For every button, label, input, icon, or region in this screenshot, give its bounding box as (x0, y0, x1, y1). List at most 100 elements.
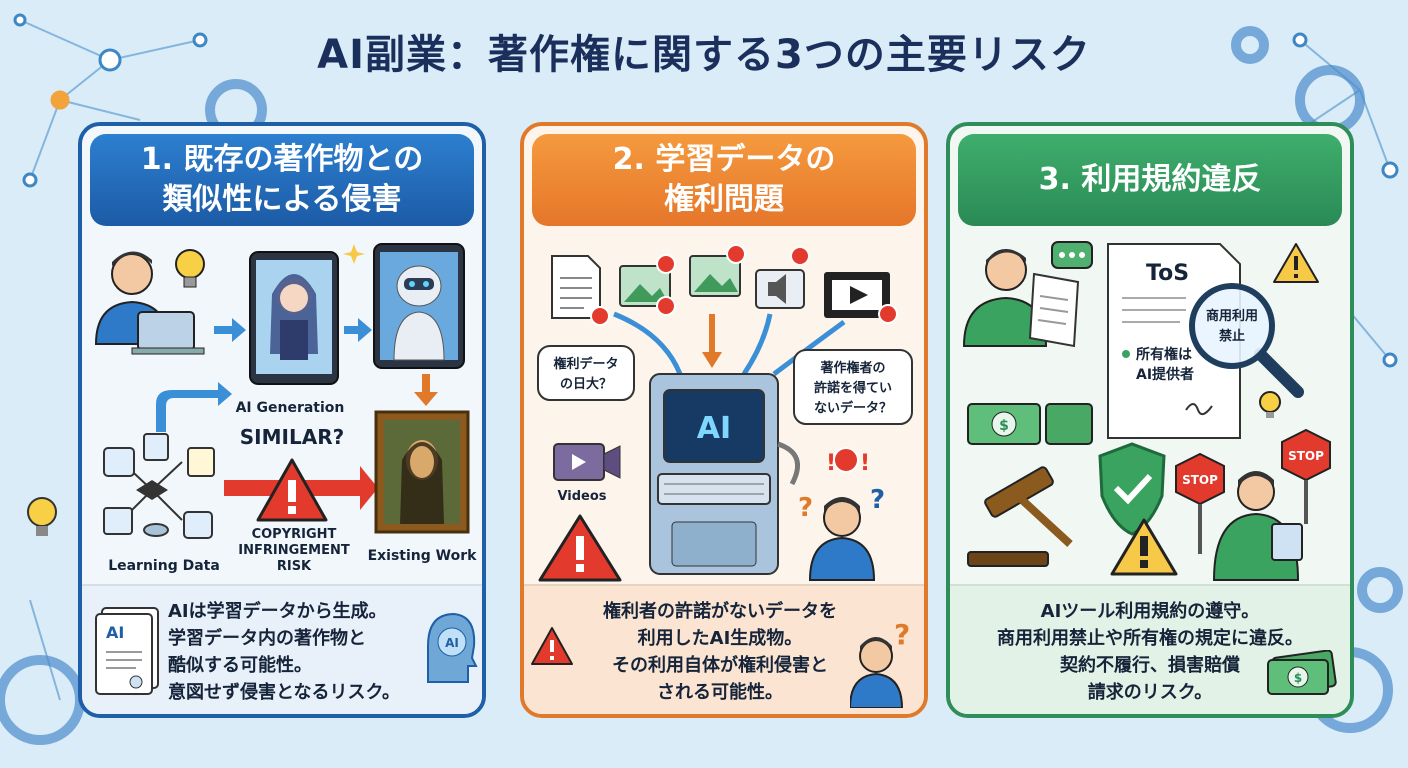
bullet-text: AI提供者 (1136, 366, 1194, 383)
risk-label: INFRINGEMENT (238, 543, 350, 558)
stop-text: STOP (1182, 473, 1218, 487)
panel-footer: AI AIは学習データから生成。 学習データ内の著作物と 酷似する可能性。 意図… (82, 584, 482, 714)
warning-icon (531, 627, 573, 665)
training-data-illustration: 権利データ の日大？ 著作権者の 許諾を得てい ないデータ？ AI V (537, 244, 913, 582)
stop-sign-icon: STOP (1281, 428, 1331, 524)
document-file-icon (551, 255, 610, 326)
warning-icon (538, 514, 622, 582)
lightbulb-icon (175, 249, 205, 288)
sparkle-icon (343, 244, 365, 264)
curved-arrow-icon (156, 382, 232, 432)
footer-line: される可能性。 (657, 682, 783, 703)
learning-data-label: Learning Data (108, 558, 220, 574)
ai-head-icon: AI (427, 612, 478, 683)
bubble-text: 許諾を得てい (814, 380, 892, 396)
panel-training-data: 2. 学習データの 権利問題 (520, 122, 928, 718)
confused-person-icon: ? ? (798, 485, 885, 581)
robot-tablet-icon (373, 243, 465, 369)
video-camera-icon (553, 443, 621, 481)
question-bubble-right: 著作権者の 許諾を得てい ないデータ？ (793, 349, 913, 425)
footer-line: その利用自体が権利侵害と (612, 655, 828, 676)
shield-check-icon (1098, 442, 1166, 536)
reading-person-icon (962, 249, 1080, 348)
stop-sign-icon: STOP (1175, 452, 1225, 554)
footer-line: 学習データ内の著作物と (168, 628, 366, 649)
ai-machine-icon: AI (649, 373, 801, 575)
worried-person-icon (1212, 471, 1303, 581)
chat-bubble-icon (1051, 241, 1093, 269)
stop-text: STOP (1288, 449, 1324, 463)
arrow-icon (214, 318, 246, 342)
videos-label: Videos (557, 489, 606, 504)
lens-text: 禁止 (1219, 328, 1245, 344)
audio-file-icon (755, 246, 810, 309)
footer-line: 意図せず侵害となるリスク。 (168, 682, 401, 703)
existing-work-label: Existing Work (368, 548, 478, 564)
footer-line: 商用利用禁止や所有権の規定に違反。 (997, 628, 1303, 649)
error-mark-icon: ! ! (826, 447, 870, 476)
anime-tablet-icon (249, 251, 339, 385)
svg-text:$: $ (1294, 671, 1302, 685)
footer-line: AIは学習データから生成。 (168, 601, 387, 622)
bubble-text: ないデータ？ (814, 400, 892, 416)
warning-icon (1110, 518, 1178, 576)
arrow-icon (344, 318, 372, 342)
person-laptop-icon (94, 251, 205, 355)
header-line: 2. 学習データの (612, 142, 836, 177)
question-bubble-left: 権利データ の日大？ (537, 345, 635, 401)
warning-icon (256, 458, 328, 522)
painting-icon (374, 410, 470, 534)
svg-text:?: ? (798, 493, 813, 523)
lightbulb-icon (1259, 391, 1281, 418)
header-line: 権利問題 (664, 182, 784, 217)
panel-footer: AIツール利用規約の遵守。 商用利用禁止や所有権の規定に違反。 契約不履行、損害… (950, 584, 1350, 714)
magnifier-icon: 商用利用 禁止 (1189, 283, 1304, 398)
ai-generation-label: AI Generation (236, 400, 345, 416)
similarity-illustration: AI Generation Learning Data SIMILAR? COP… (94, 243, 478, 574)
footer-line: 契約不履行、損害賠償 (1060, 655, 1240, 676)
doc-ai-text: AI (106, 623, 124, 642)
money-icon: $ (1267, 650, 1337, 695)
footer-line: 利用したAI生成物。 (637, 628, 803, 649)
panel-terms-of-service: 3. 利用規約違反 ToS 所有権は AI提供者 商用利用 (946, 122, 1354, 718)
header-line: 類似性による侵害 (162, 182, 402, 217)
money-icon: $ (967, 403, 1093, 445)
svg-text:?: ? (894, 618, 910, 651)
footer-line: 請求のリスク。 (1087, 682, 1213, 703)
footer-line: AIツール利用規約の遵守。 (1040, 601, 1260, 622)
footer-line: 酷似する可能性。 (168, 655, 312, 676)
panel-header: 1. 既存の著作物との 類似性による侵害 (90, 134, 474, 226)
bubble-text: の日大？ (560, 376, 612, 392)
page-title: AI副業：著作権に関する3つの主要リスク (317, 32, 1091, 78)
lens-text: 商用利用 (1206, 308, 1258, 324)
similar-label: SIMILAR? (240, 425, 344, 449)
risk-label: RISK (277, 559, 312, 574)
svg-text:!: ! (826, 451, 836, 476)
warning-icon (1273, 243, 1319, 283)
panel-header: 3. 利用規約違反 (958, 134, 1342, 226)
footer-text: AIは学習データから生成。 学習データ内の著作物と 酷似する可能性。 意図せず侵… (168, 598, 428, 706)
panel-similarity: 1. 既存の著作物との 類似性による侵害 (78, 122, 486, 718)
confused-person-icon: ? (850, 618, 910, 708)
svg-text:?: ? (870, 485, 885, 515)
machine-ai-text: AI (697, 411, 731, 446)
svg-text:!: ! (860, 451, 870, 476)
document-icon: AI (95, 607, 159, 695)
bullet-text: 所有権は (1136, 346, 1192, 363)
bubble-text: 著作権者の (819, 360, 885, 376)
footer-line: 権利者の許諾がないデータを (603, 601, 837, 622)
footer-text: 権利者の許諾がないデータを 利用したAI生成物。 その利用自体が権利侵害と され… (560, 598, 880, 706)
tos-illustration: ToS 所有権は AI提供者 商用利用 禁止 $ (962, 241, 1331, 581)
tos-title: ToS (1146, 261, 1189, 286)
header-line: 1. 既存の著作物との (140, 142, 424, 177)
arrow-down-icon (414, 374, 438, 406)
panel-footer: 権利者の許諾がないデータを 利用したAI生成物。 その利用自体が権利侵害と され… (524, 584, 924, 714)
video-file-icon (824, 272, 898, 324)
header-line: 3. 利用規約違反 (1038, 162, 1262, 197)
svg-text:$: $ (999, 418, 1009, 434)
bubble-text: 権利データ (553, 356, 618, 372)
footer-text: AIツール利用規約の遵守。 商用利用禁止や所有権の規定に違反。 契約不履行、損害… (960, 598, 1340, 706)
learning-data-icon (103, 433, 215, 539)
risk-label: COPYRIGHT (252, 527, 337, 542)
image-file-icon (619, 254, 676, 316)
